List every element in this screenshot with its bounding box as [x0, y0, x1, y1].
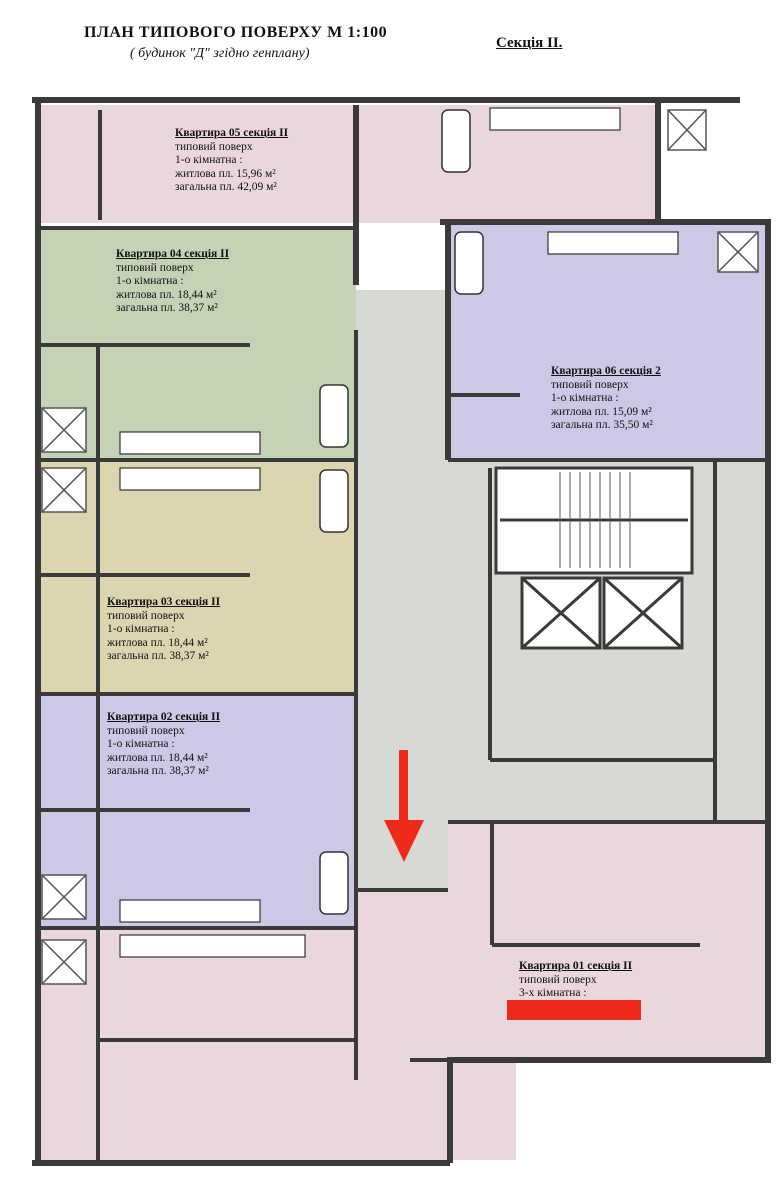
section-label: Секція ІІ.	[496, 35, 563, 51]
apartment-rooms: 1-о кімнатна :	[107, 738, 175, 750]
apartment-rooms: 1-о кімнатна :	[107, 623, 175, 635]
stair-steps	[559, 472, 631, 568]
apartment-living-area: житлова пл. 18,44 м²	[116, 288, 217, 301]
corridor-arrow	[384, 750, 424, 862]
apartment-rooms: 1-о кімнатна :	[116, 275, 184, 287]
apartment-01-area-right	[448, 822, 768, 1060]
apartment-floor: типовий поверх	[519, 973, 597, 986]
apartment-living-area: житлова пл. 15,09 м²	[551, 405, 652, 418]
vent-shafts	[41, 109, 759, 985]
apartment-rooms: 3-х кімнатна :	[519, 987, 587, 999]
apartment-rooms: 1-о кімнатна :	[551, 392, 619, 404]
apartment-name: Квартира 01 секція ІІ	[519, 960, 633, 972]
apartment-living-area: житлова пл. 18,44 м²	[107, 751, 208, 764]
kitchen-counters	[119, 107, 679, 958]
plan-subtitle: ( будинок "Д" згідно генплану)	[130, 46, 310, 61]
bathtubs	[319, 109, 484, 915]
apartment-06-area	[448, 222, 766, 460]
apartment-06-label: Квартира 06 секція 2 типовий поверх 1-о …	[551, 365, 661, 433]
apartment-floor: типовий поверх	[551, 378, 629, 391]
apartment-total-area: загальна пл. 38,37 м²	[107, 650, 209, 662]
interior-walls	[38, 110, 768, 1160]
apartment-02-label: Квартира 02 секція ІІ типовий поверх 1-о…	[107, 711, 220, 779]
apartment-floor: типовий поверх	[175, 140, 253, 153]
apartment-total-area: загальна пл. 38,37 м²	[107, 765, 209, 777]
apartment-living-area: житлова пл. 15,96 м²	[175, 167, 276, 180]
apartment-name: Квартира 05 секція ІІ	[175, 127, 289, 139]
apartment-name: Квартира 02 секція ІІ	[107, 711, 221, 723]
plan-title: ПЛАН ТИПОВОГО ПОВЕРХУ М 1:100	[84, 24, 388, 41]
redaction-bar	[507, 1000, 641, 1020]
apartment-name: Квартира 06 секція 2	[551, 365, 661, 377]
apartment-living-area: житлова пл. 18,44 м²	[107, 636, 208, 649]
apartment-total-area: загальна пл. 35,50 м²	[551, 419, 653, 431]
apartment-floor: типовий поверх	[107, 609, 185, 622]
apartment-floor: типовий поверх	[116, 261, 194, 274]
apartment-floor: типовий поверх	[107, 724, 185, 737]
apartment-01-area-left	[38, 928, 358, 1160]
apartment-05-label: Квартира 05 секція ІІ типовий поверх 1-о…	[175, 127, 288, 195]
core-outlines	[494, 466, 694, 650]
apartment-04-label: Квартира 04 секція ІІ типовий поверх 1-о…	[116, 248, 229, 316]
apartment-03-label: Квартира 03 секція ІІ типовий поверх 1-о…	[107, 596, 220, 664]
apartment-name: Квартира 04 секція ІІ	[116, 248, 230, 260]
apartment-name: Квартира 03 секція ІІ	[107, 596, 221, 608]
apartment-total-area: загальна пл. 38,37 м²	[116, 302, 218, 314]
apartment-01-label: Квартира 01 секція ІІ типовий поверх 3-х…	[507, 960, 641, 1020]
apartment-rooms: 1-о кімнатна :	[175, 154, 243, 166]
apartment-total-area: загальна пл. 42,09 м²	[175, 181, 277, 193]
